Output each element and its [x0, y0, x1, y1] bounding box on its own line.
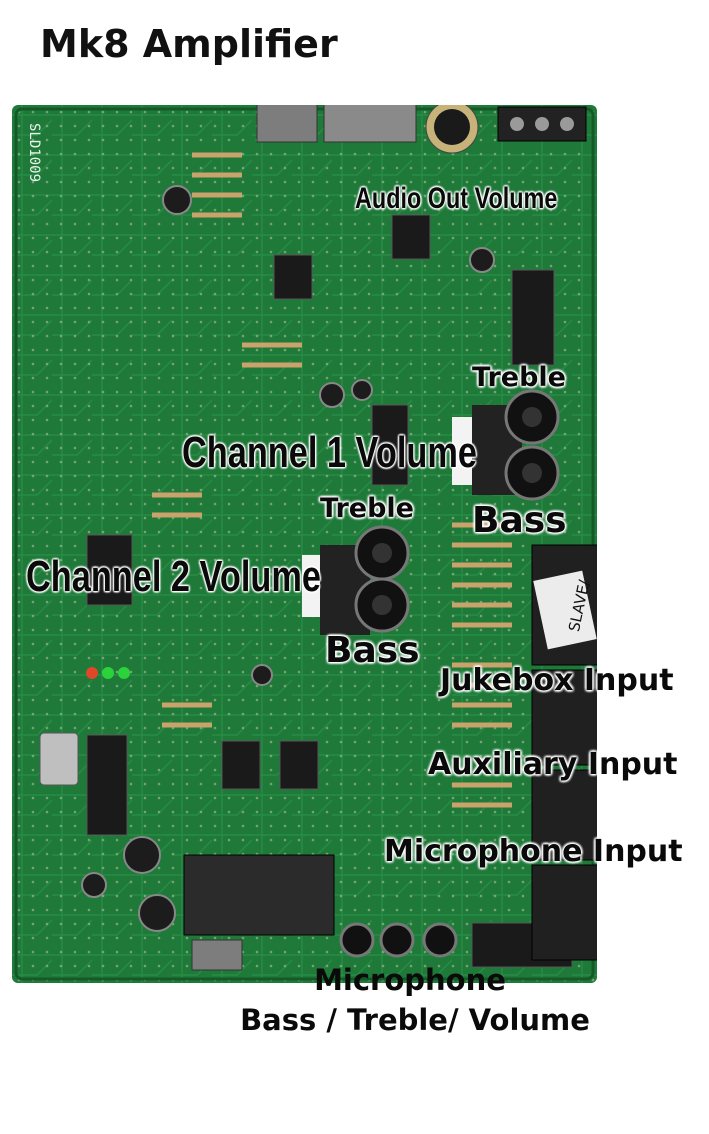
amplifier-pcb-photo: SLAVE/ SLD1009: [12, 105, 597, 983]
cap-3: [319, 382, 345, 408]
mic-controls-line2: Bass / Treble/ Volume: [240, 1003, 590, 1037]
slave-label-tab: [533, 570, 597, 650]
cap-5: [123, 836, 161, 874]
cap-7: [138, 894, 176, 932]
cap-6: [81, 872, 107, 898]
microphone-connector: [531, 864, 597, 961]
callout-jukebox-input: Jukebox Input: [440, 663, 674, 698]
callout-treble-mid: Treble: [320, 493, 414, 524]
ic-left: [221, 740, 261, 790]
led-red: [86, 667, 98, 679]
callout-treble-top: Treble: [472, 362, 566, 393]
ic-u5: [86, 734, 128, 836]
ic-u13: [273, 254, 313, 300]
cap-8: [251, 664, 273, 686]
top-connector-b: [323, 105, 417, 143]
cap-4: [351, 379, 373, 401]
tone-pots-mid: [302, 525, 410, 635]
bottom-connector: [191, 939, 243, 971]
ic-tone-top: [511, 269, 555, 366]
ic-u12: [391, 214, 431, 260]
callout-microphone-input: Microphone Input: [384, 834, 683, 869]
ic-right: [279, 740, 319, 790]
regulator-heatsink: [183, 854, 335, 936]
ic-ch1: [371, 404, 409, 486]
callout-audio-out-volume: Audio Out Volume: [355, 182, 558, 215]
ic-ch2: [86, 534, 133, 606]
auxiliary-connector: [531, 769, 597, 861]
led-green-2: [118, 667, 130, 679]
crystal: [39, 732, 79, 786]
callout-channel1-volume: Channel 1 Volume: [182, 428, 477, 477]
top-connector-a: [256, 105, 318, 143]
cap-2: [469, 247, 495, 273]
callout-microphone-controls: Microphone Bass / Treble/ Volume: [210, 960, 630, 1040]
led-green-1: [102, 667, 114, 679]
callout-bass-top: Bass: [472, 500, 567, 541]
board-id-silkscreen: SLD1009: [26, 123, 42, 182]
callout-auxiliary-input: Auxiliary Input: [428, 747, 678, 782]
mic-controls-line1: Microphone: [314, 963, 506, 997]
callout-bass-mid: Bass: [325, 630, 420, 671]
cap-1: [162, 185, 192, 215]
microphone-pots: [339, 922, 458, 958]
callout-channel2-volume: Channel 2 Volume: [26, 552, 321, 601]
jukebox-connector: [531, 669, 597, 766]
tone-pots-top: [452, 389, 560, 501]
page-title: Mk8 Amplifier: [40, 22, 338, 66]
